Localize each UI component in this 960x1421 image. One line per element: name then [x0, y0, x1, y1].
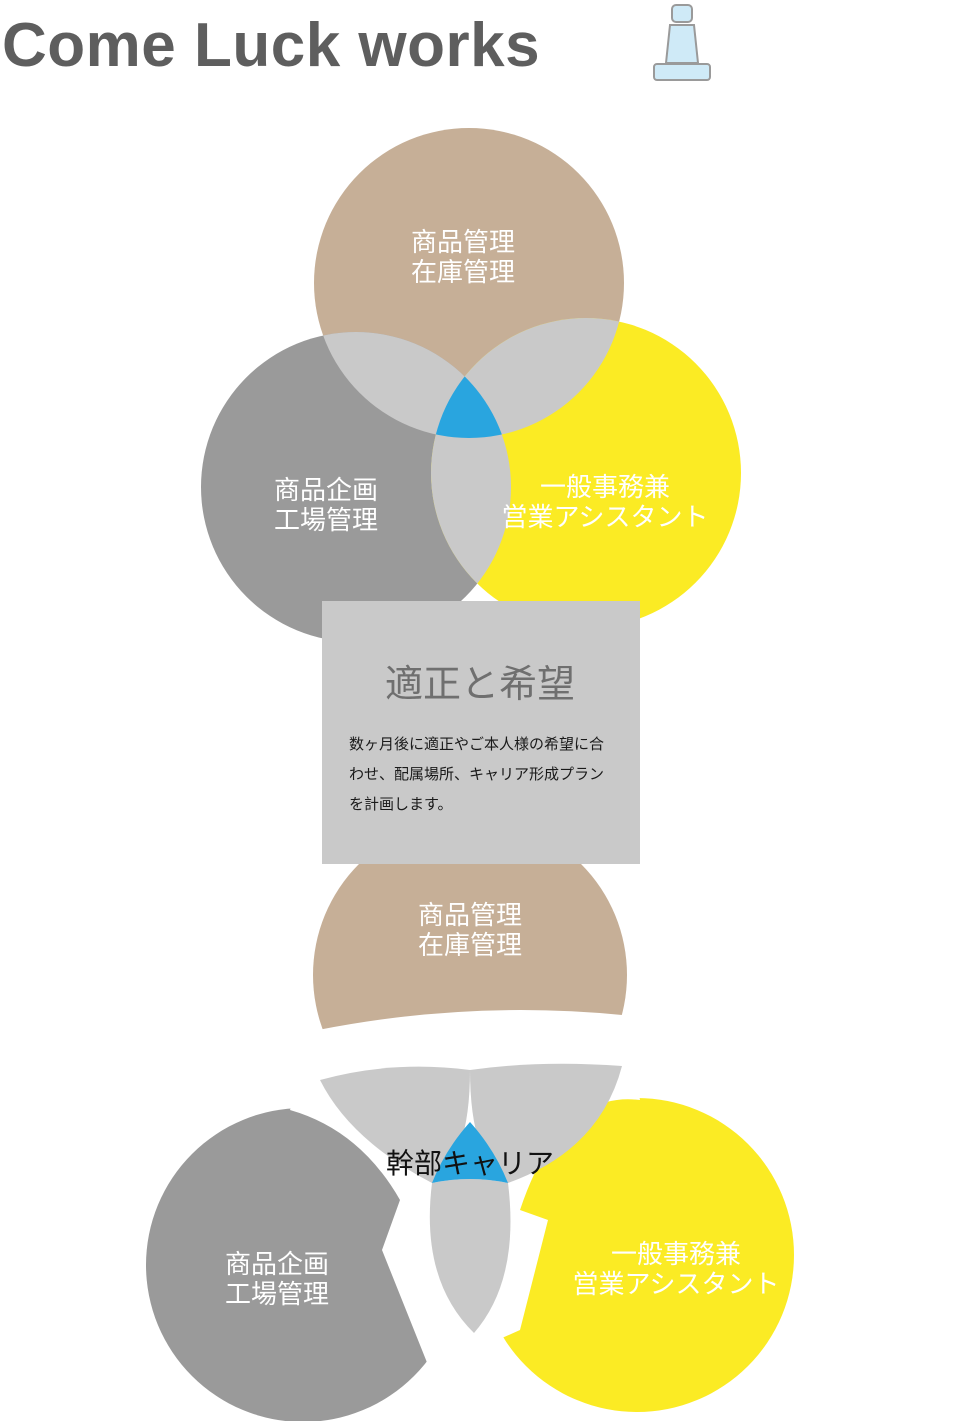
bottom-right-circle-label: 一般事務兼 営業アシスタント: [573, 1240, 780, 1300]
label-line: 工場管理: [224, 1280, 330, 1310]
label-line: 商品企画: [273, 476, 379, 506]
info-box-heading: 適正と希望: [384, 662, 575, 706]
overlap-top-left: [314, 332, 511, 438]
bottom-venn: [146, 818, 794, 1421]
bottom-center-overlap: [432, 1122, 508, 1183]
right-circle-label: 一般事務兼 営業アシスタント: [502, 473, 709, 533]
label-line: 商品管理: [410, 228, 516, 258]
page-title: Come Luck works: [2, 11, 541, 80]
label-line: 営業アシスタント: [501, 503, 709, 533]
overlap-top-right: [431, 318, 624, 438]
bottom-left-circle-label: 商品企画 工場管理: [225, 1250, 329, 1310]
label-line: 商品企画: [224, 1250, 330, 1280]
label-line: 一般事務兼: [610, 1240, 741, 1270]
petal-upper-right: [470, 1063, 622, 1183]
bottom-left-circle: [146, 1108, 460, 1421]
label-line: 商品管理: [417, 901, 523, 931]
label-line: 工場管理: [273, 506, 379, 536]
info-box-body: 数ヶ月後に適正やご本人様の希望に合わせ、配属場所、キャリア形成プランを計画します…: [349, 735, 605, 813]
top-circle-label: 商品管理 在庫管理: [411, 228, 515, 288]
top-venn: [201, 128, 741, 642]
label-line: 在庫管理: [417, 931, 523, 961]
petal-upper-left: [320, 1066, 470, 1183]
label-line: 営業アシスタント: [572, 1270, 780, 1300]
bottom-right-circle: [480, 1098, 794, 1412]
label-line: 在庫管理: [410, 258, 516, 288]
left-circle-label: 商品企画 工場管理: [274, 476, 378, 536]
seat-icon: [653, 4, 711, 81]
info-box: [322, 601, 640, 864]
bottom-top-circle-label: 商品管理 在庫管理: [418, 901, 522, 961]
executive-career-label: 幹部キャリア: [385, 1147, 555, 1180]
petal-bottom: [429, 1179, 511, 1333]
label-line: 一般事務兼: [539, 473, 670, 503]
